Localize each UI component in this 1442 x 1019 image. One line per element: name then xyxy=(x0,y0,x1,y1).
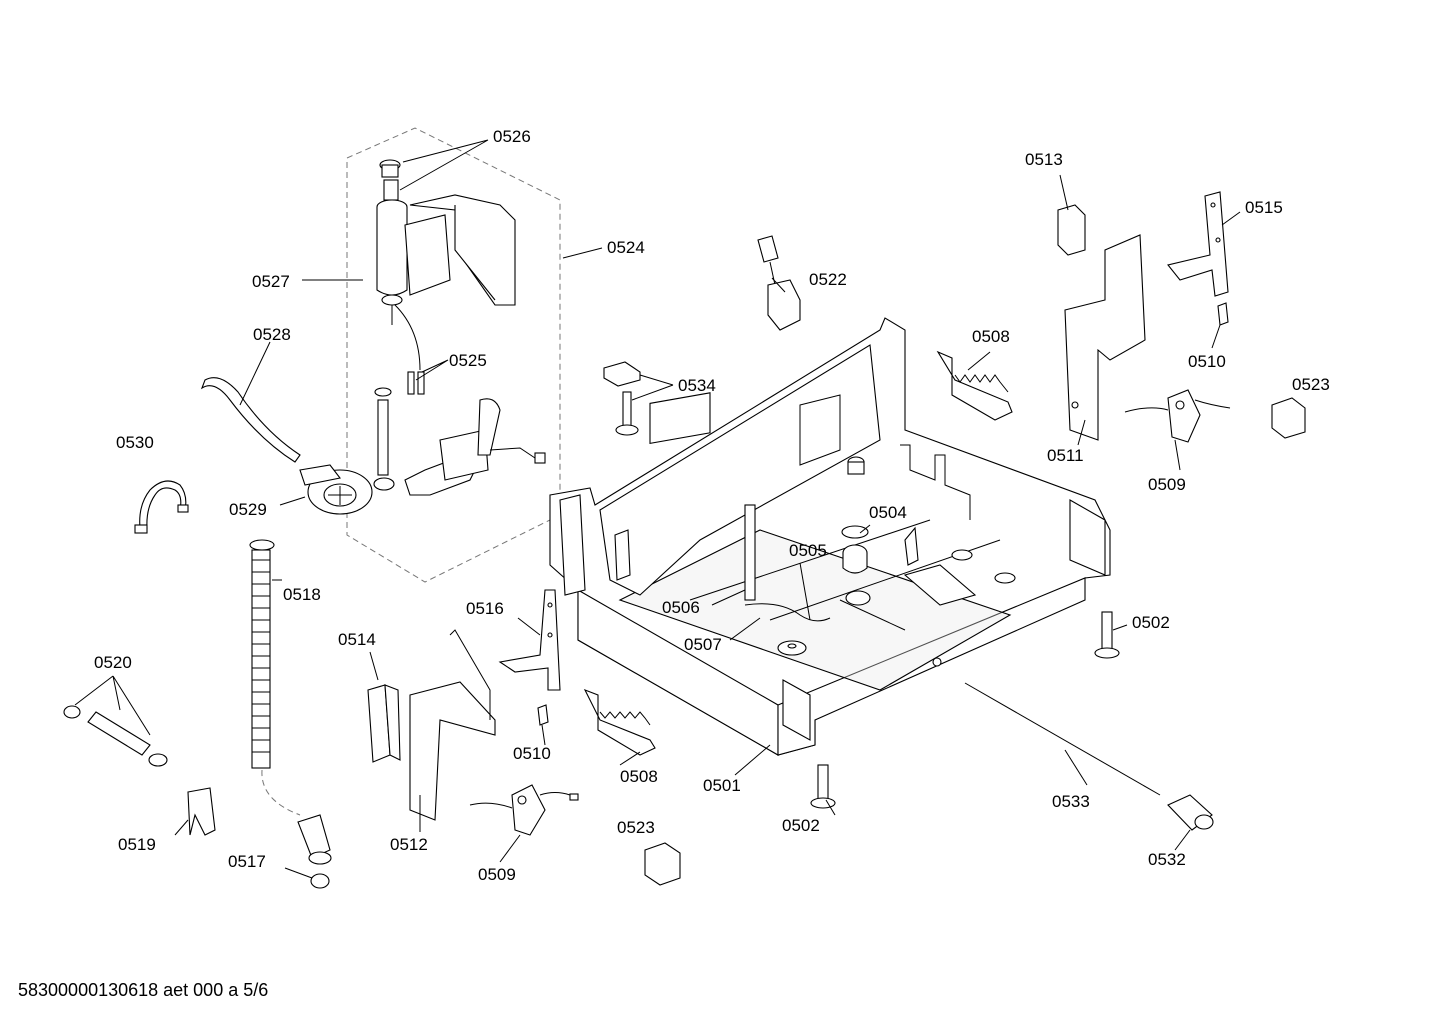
label-0534: 0534 xyxy=(678,376,716,395)
part-0522-connector[interactable] xyxy=(757,235,801,331)
label-0530: 0530 xyxy=(116,433,154,452)
label-0509-left: 0509 xyxy=(478,865,516,884)
label-0515: 0515 xyxy=(1245,198,1283,217)
part-0510-clip-left[interactable] xyxy=(537,704,549,726)
part-0528-hose[interactable] xyxy=(200,377,301,463)
part-0502-foot-left[interactable] xyxy=(810,764,836,809)
label-0517: 0517 xyxy=(228,852,266,871)
part-0517-hose-end[interactable] xyxy=(297,814,332,889)
part-0519-bracket[interactable] xyxy=(187,787,216,836)
part-0508-spring-left[interactable] xyxy=(583,688,656,756)
part-0511-bracket[interactable] xyxy=(1064,234,1146,441)
label-0502-right: 0502 xyxy=(1132,613,1170,632)
part-0514-cover[interactable] xyxy=(367,684,401,763)
label-0533: 0533 xyxy=(1052,792,1090,811)
label-0532: 0532 xyxy=(1148,850,1186,869)
part-0510-clip-right[interactable] xyxy=(1217,302,1229,326)
label-0505: 0505 xyxy=(789,541,827,560)
label-0507: 0507 xyxy=(684,635,722,654)
label-0513: 0513 xyxy=(1025,150,1063,169)
part-0512-bracket[interactable] xyxy=(409,629,496,821)
part-0530-clip[interactable] xyxy=(134,480,189,534)
label-0509-right: 0509 xyxy=(1148,475,1186,494)
label-0525: 0525 xyxy=(449,351,487,370)
part-0509-sensor-left[interactable] xyxy=(469,784,579,836)
label-0508-left: 0508 xyxy=(620,767,658,786)
part-0502-foot-right[interactable] xyxy=(1094,611,1120,659)
part-0532-end-cap[interactable] xyxy=(1167,794,1214,831)
label-0518: 0518 xyxy=(283,585,321,604)
part-0529-pump-housing[interactable] xyxy=(299,398,546,515)
label-0522: 0522 xyxy=(809,270,847,289)
part-labels: 0526 0524 0527 0528 0525 0530 0529 0518 … xyxy=(94,127,1330,884)
part-0513-bracket[interactable] xyxy=(1057,204,1086,256)
part-0527-drain-pump[interactable] xyxy=(376,194,516,371)
label-0519: 0519 xyxy=(118,835,156,854)
label-0506: 0506 xyxy=(662,598,700,617)
label-0516: 0516 xyxy=(466,599,504,618)
label-0523-right: 0523 xyxy=(1292,375,1330,394)
part-0520-hose-clamps[interactable] xyxy=(63,705,168,767)
label-0510-left: 0510 xyxy=(513,744,551,763)
part-0533-rod[interactable] xyxy=(964,682,1161,796)
label-0526: 0526 xyxy=(493,127,531,146)
part-0534-foot-block[interactable] xyxy=(603,361,641,436)
label-0512: 0512 xyxy=(390,835,428,854)
part-0523-cap-left[interactable] xyxy=(644,842,681,886)
part-0526-fittings[interactable] xyxy=(379,159,401,201)
part-0525-sensor-wires[interactable] xyxy=(374,371,425,476)
label-0523-left: 0523 xyxy=(617,818,655,837)
label-0528: 0528 xyxy=(253,325,291,344)
label-0508-right: 0508 xyxy=(972,327,1010,346)
part-0518-corrugated-hose[interactable] xyxy=(249,539,301,816)
label-0501: 0501 xyxy=(703,776,741,795)
label-0527: 0527 xyxy=(252,272,290,291)
label-0504: 0504 xyxy=(869,503,907,522)
part-0508-spring-right[interactable] xyxy=(936,350,1013,421)
part-0509-sensor-right[interactable] xyxy=(1124,389,1231,443)
leader-lines xyxy=(74,139,1241,879)
label-0511: 0511 xyxy=(1047,446,1084,465)
label-0524: 0524 xyxy=(607,238,645,257)
label-0520: 0520 xyxy=(94,653,132,672)
label-0502-left: 0502 xyxy=(782,816,820,835)
document-id-footer: 58300000130618 aet 000 a 5/6 xyxy=(18,980,269,1000)
label-0514: 0514 xyxy=(338,630,376,649)
part-0515-bracket[interactable] xyxy=(1167,191,1229,297)
base-tub[interactable] xyxy=(549,317,1111,756)
label-0510-right: 0510 xyxy=(1188,352,1226,371)
label-0529: 0529 xyxy=(229,500,267,519)
part-0523-cap-right[interactable] xyxy=(1271,397,1306,439)
part-0516-bracket[interactable] xyxy=(498,589,561,691)
